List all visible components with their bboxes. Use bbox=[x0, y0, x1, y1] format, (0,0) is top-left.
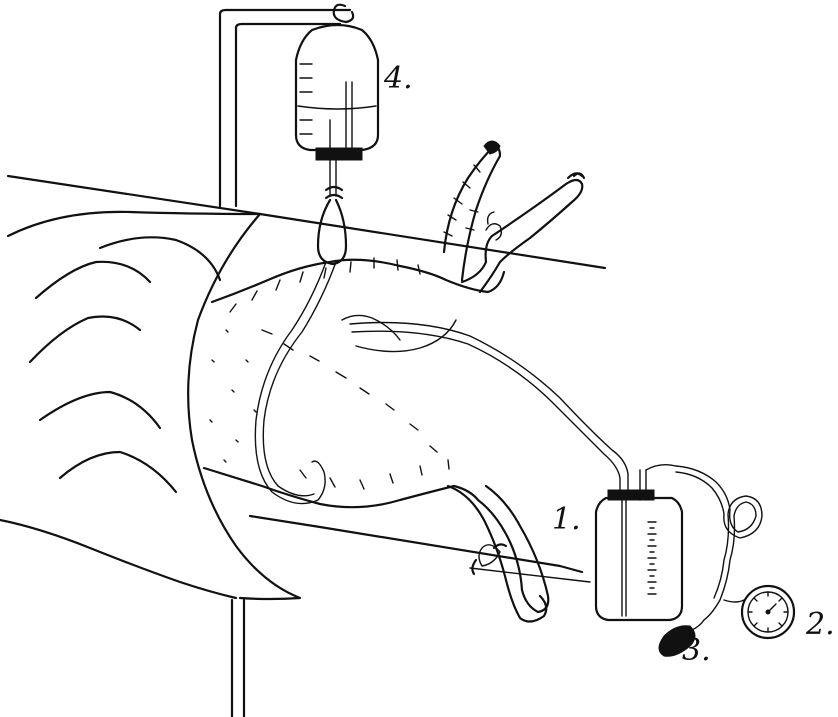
bottle bbox=[596, 465, 682, 620]
table bbox=[8, 176, 605, 582]
drip-flask bbox=[296, 5, 378, 160]
callout-gauge: 2. bbox=[806, 610, 835, 640]
front-leg bbox=[448, 486, 546, 622]
hind-leg bbox=[462, 173, 584, 292]
callout-bulb: 3. bbox=[682, 636, 711, 666]
recording-tube bbox=[350, 323, 628, 493]
drape bbox=[0, 212, 300, 599]
callout-bottle: 1. bbox=[552, 505, 581, 535]
callout-drip-flask: 4. bbox=[384, 64, 413, 94]
pressure-gauge bbox=[742, 586, 794, 638]
infusion-tube bbox=[255, 160, 346, 504]
animal-tail bbox=[444, 141, 500, 280]
